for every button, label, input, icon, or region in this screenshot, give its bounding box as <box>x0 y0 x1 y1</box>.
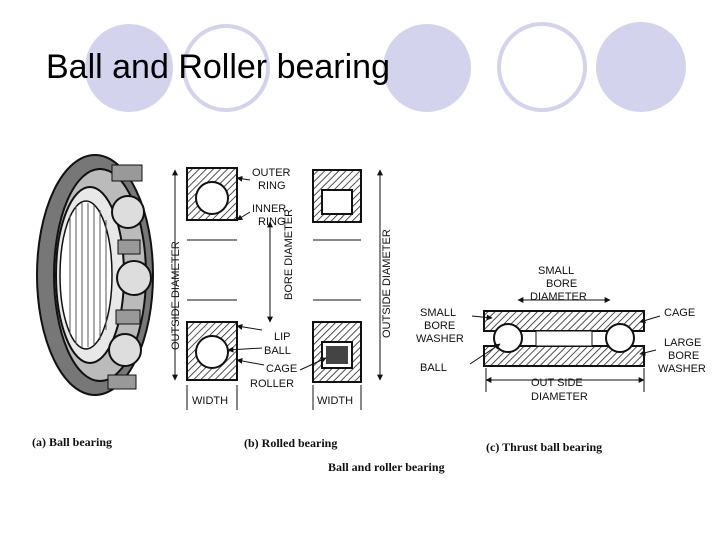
label-width-a: WIDTH <box>192 395 228 407</box>
label-thrust-ball: BALL <box>420 362 447 374</box>
ball-bearing-illustration <box>36 154 154 396</box>
label-small-bore-3: DIAMETER <box>530 291 587 303</box>
label-ball: BALL <box>264 345 291 357</box>
thrust-labels: SMALL BORE DIAMETER SMALL BORE WASHER BA… <box>416 265 706 403</box>
decor-circle-1 <box>85 24 173 112</box>
label-thrust-cage: CAGE <box>664 307 695 319</box>
label-large-washer-3: WASHER <box>658 363 706 375</box>
captions: (a) Ball bearing (b) Rolled bearing (c) … <box>32 435 602 474</box>
label-width-b: WIDTH <box>317 395 353 407</box>
caption-ball-bearing: (a) Ball bearing <box>32 435 112 449</box>
decor-ring-2 <box>497 22 587 112</box>
label-lip: LIP <box>274 331 291 343</box>
label-outside-diameter-c-2: DIAMETER <box>531 391 588 403</box>
decor-circle-2 <box>383 24 471 112</box>
label-large-washer-2: BORE <box>668 350 699 362</box>
figure-caption: Ball and roller bearing <box>328 460 445 474</box>
label-large-washer-1: LARGE <box>664 337 701 349</box>
label-small-washer-1: SMALL <box>420 307 456 319</box>
thrust-bearing-section <box>469 297 661 392</box>
label-small-washer-2: BORE <box>424 320 455 332</box>
ball-bearing-section <box>172 167 383 410</box>
label-outer-ring-2: RING <box>258 180 286 192</box>
label-small-bore-2: BORE <box>546 278 577 290</box>
label-bore-diameter: BORE DIAMETER <box>283 209 295 300</box>
bearing-labels: OUTER RING INNER RING BORE DIAMETER LIP … <box>170 167 393 407</box>
label-roller: ROLLER <box>250 378 294 390</box>
label-outside-diameter-b: OUTSIDE DIAMETER <box>381 229 393 338</box>
decor-ring-1 <box>182 24 270 112</box>
label-outside-diameter-c-1: OUT SIDE <box>531 377 583 389</box>
caption-thrust-ball-bearing: (c) Thrust ball bearing <box>486 440 602 454</box>
label-small-bore-1: SMALL <box>538 265 574 277</box>
label-inner-ring-1: INNER <box>252 203 286 215</box>
label-outside-diameter-a: OUTSIDE DIAMETER <box>170 241 182 350</box>
label-inner-ring-2: RING <box>258 216 286 228</box>
caption-rolled-bearing: (b) Rolled bearing <box>244 436 337 450</box>
slide-title: Ball and Roller bearing <box>46 48 390 86</box>
label-outer-ring-1: OUTER <box>252 167 291 179</box>
decor-circle-3 <box>596 22 686 112</box>
label-small-washer-3: WASHER <box>416 333 464 345</box>
label-cage: CAGE <box>266 363 297 375</box>
